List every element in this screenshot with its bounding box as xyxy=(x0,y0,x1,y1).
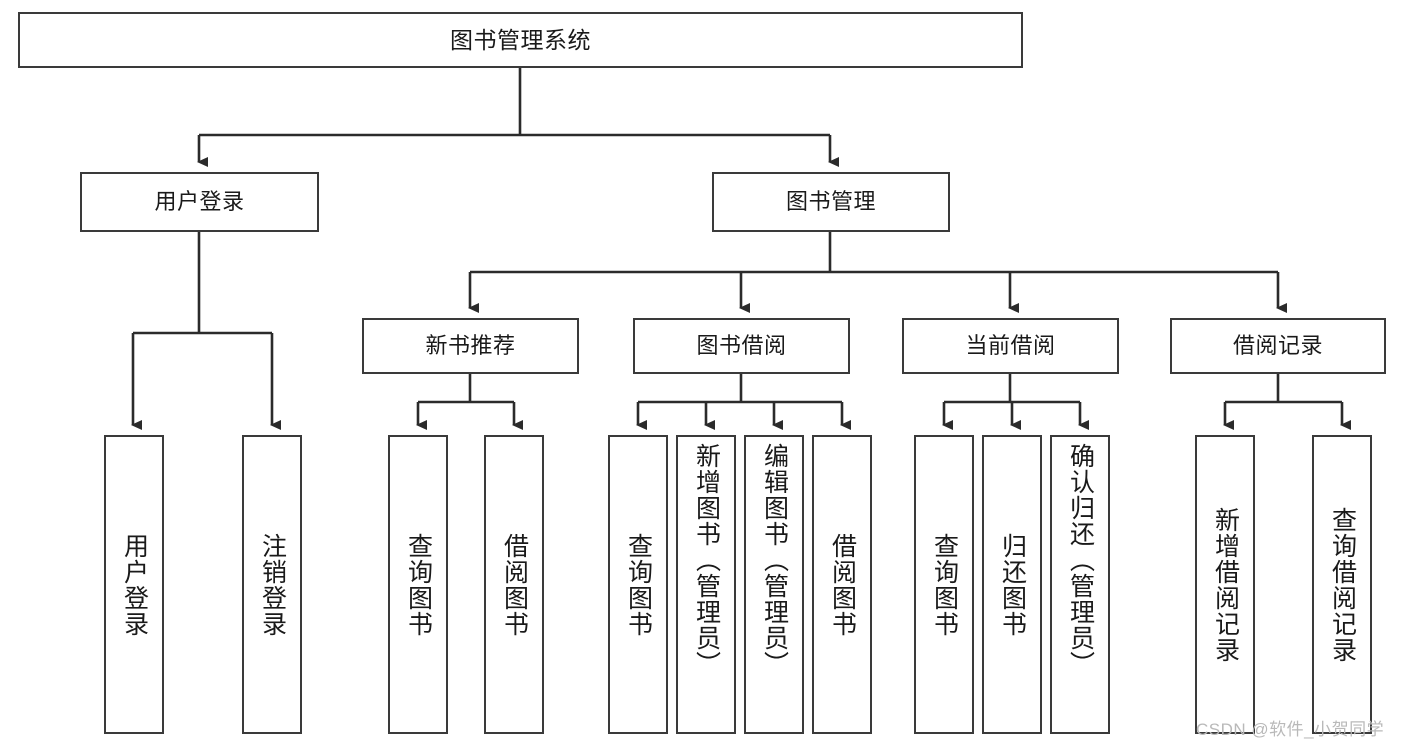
node-leaf-query-record-label: 查询借阅记录 xyxy=(1328,506,1357,663)
node-leaf-borrow-book-2-label: 借阅图书 xyxy=(828,532,857,637)
node-leaf-query-book-3-label: 查询图书 xyxy=(930,532,959,637)
node-current-borrow[interactable]: 当前借阅 xyxy=(902,318,1119,374)
node-new-book-rec[interactable]: 新书推荐 xyxy=(362,318,579,374)
node-book-manage-label: 图书管理 xyxy=(785,189,876,215)
node-leaf-query-record[interactable]: 查询借阅记录 xyxy=(1312,435,1372,734)
node-book-borrow[interactable]: 图书借阅 xyxy=(633,318,850,374)
csdn-watermark: CSDN @软件_小贺同学 xyxy=(1196,720,1385,739)
node-root[interactable]: 图书管理系统 xyxy=(18,12,1023,68)
node-leaf-logout[interactable]: 注销登录 xyxy=(242,435,302,734)
node-leaf-confirm-return-label: 确认归还（管理员） xyxy=(1066,443,1095,677)
node-leaf-add-book-label: 新增图书（管理员） xyxy=(692,443,721,677)
node-leaf-logout-label: 注销登录 xyxy=(258,532,287,637)
node-book-borrow-label: 图书借阅 xyxy=(696,333,787,359)
node-user-login[interactable]: 用户登录 xyxy=(80,172,319,232)
node-leaf-user-login-label: 用户登录 xyxy=(120,532,149,637)
node-leaf-add-record[interactable]: 新增借阅记录 xyxy=(1195,435,1255,734)
node-leaf-borrow-book-2[interactable]: 借阅图书 xyxy=(812,435,872,734)
node-new-book-rec-label: 新书推荐 xyxy=(425,333,516,359)
node-borrow-record[interactable]: 借阅记录 xyxy=(1170,318,1386,374)
node-leaf-query-book-1-label: 查询图书 xyxy=(404,532,433,637)
node-leaf-user-login[interactable]: 用户登录 xyxy=(104,435,164,734)
node-leaf-query-book-1[interactable]: 查询图书 xyxy=(388,435,448,734)
node-leaf-borrow-book-1[interactable]: 借阅图书 xyxy=(484,435,544,734)
node-leaf-query-book-3[interactable]: 查询图书 xyxy=(914,435,974,734)
node-leaf-borrow-book-1-label: 借阅图书 xyxy=(500,532,529,637)
node-leaf-return-book[interactable]: 归还图书 xyxy=(982,435,1042,734)
node-current-borrow-label: 当前借阅 xyxy=(965,333,1056,359)
node-book-manage[interactable]: 图书管理 xyxy=(712,172,950,232)
node-leaf-confirm-return[interactable]: 确认归还（管理员） xyxy=(1050,435,1110,734)
node-borrow-record-label: 借阅记录 xyxy=(1232,333,1323,359)
node-leaf-return-book-label: 归还图书 xyxy=(998,532,1027,637)
node-leaf-edit-book[interactable]: 编辑图书（管理员） xyxy=(744,435,804,734)
node-user-login-label: 用户登录 xyxy=(154,189,245,215)
node-leaf-query-book-2-label: 查询图书 xyxy=(624,532,653,637)
node-leaf-query-book-2[interactable]: 查询图书 xyxy=(608,435,668,734)
node-leaf-add-record-label: 新增借阅记录 xyxy=(1211,506,1240,663)
node-root-label: 图书管理系统 xyxy=(450,26,591,53)
node-leaf-edit-book-label: 编辑图书（管理员） xyxy=(760,443,789,677)
node-leaf-add-book[interactable]: 新增图书（管理员） xyxy=(676,435,736,734)
